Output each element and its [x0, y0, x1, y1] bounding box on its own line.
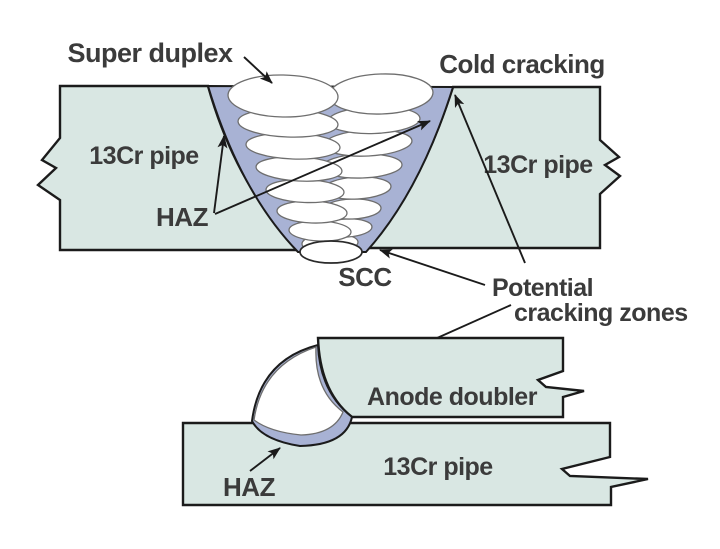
cold-cracking-label: Cold cracking: [439, 49, 604, 79]
weld-cap-bead: [227, 74, 339, 118]
pipe-right-label: 13Cr pipe: [483, 151, 593, 179]
pipe-bottom-label: 13Cr pipe: [383, 453, 493, 481]
fillet-weld-diagram: Anode doubler 13Cr pipe HAZ: [181, 336, 649, 507]
cold-cracking-pointer-line: [454, 94, 526, 264]
haz-arrow-fillet: [249, 447, 281, 472]
potential-cracking-label-line1: Potential: [492, 274, 593, 302]
haz-arrow-right: [214, 120, 431, 215]
haz-fillet-label: HAZ: [223, 472, 276, 502]
anode-doubler-label: Anode doubler: [367, 383, 538, 411]
butt-weld-diagram: Super duplex Cold cracking 13Cr pipe 13C…: [36, 38, 622, 292]
haz-arrow-left: [213, 135, 228, 214]
super-duplex-label: Super duplex: [67, 38, 233, 68]
pipe-left-label: 13Cr pipe: [89, 142, 199, 170]
weld-root-bead: [299, 240, 363, 264]
scc-label: SCC: [338, 262, 392, 292]
scc-pointer-line: [379, 249, 486, 286]
fillet-weld-bead: [253, 346, 344, 436]
potential-cracking-callout: Potential cracking zones: [257, 94, 688, 419]
potential-cracking-label-line2: cracking zones: [514, 299, 688, 327]
weld-beads: [227, 73, 434, 254]
super-duplex-arrow: [243, 56, 273, 84]
haz-weld-label: HAZ: [156, 202, 209, 232]
